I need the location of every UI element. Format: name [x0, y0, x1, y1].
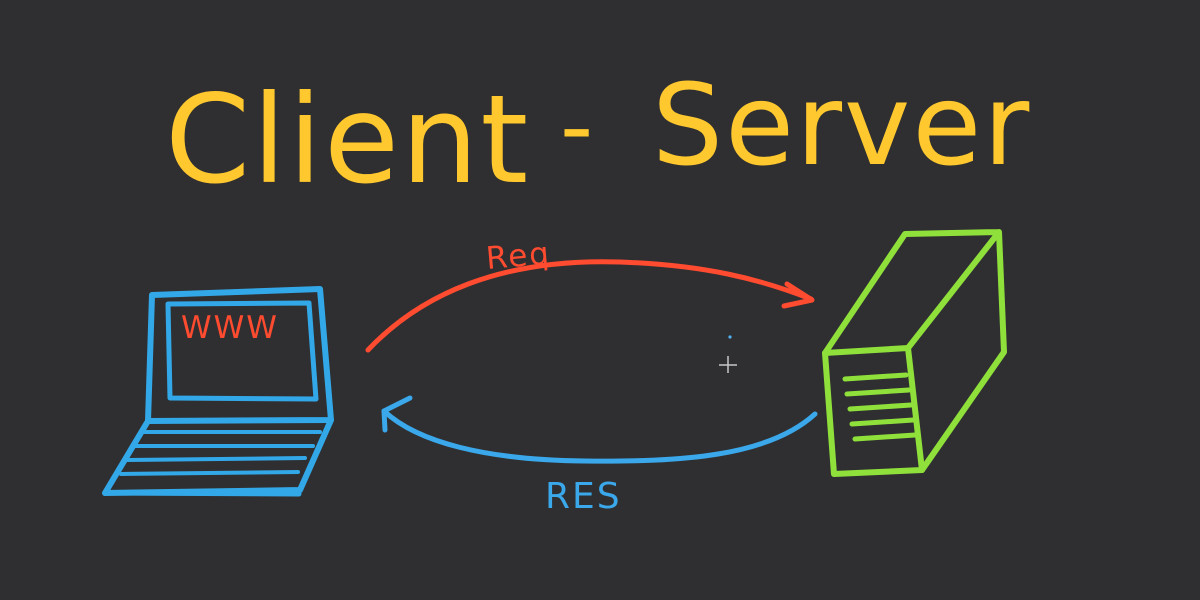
- laptop-front-edge: [103, 490, 302, 497]
- server-side-and-top: [822, 229, 1007, 473]
- cursor-crosshair-icon: [719, 335, 737, 373]
- laptop-keyboard-lines: [119, 430, 322, 476]
- title-client: Client: [165, 69, 530, 211]
- title-server: Server: [652, 61, 1031, 191]
- request-curve: [365, 259, 814, 353]
- server-front-face: [822, 345, 925, 477]
- request-arrowhead: [781, 281, 815, 309]
- request-arrow: Req: [365, 235, 815, 353]
- response-arrowhead: [381, 395, 413, 433]
- server-vent-lines: [842, 372, 918, 442]
- server-tower-icon: [822, 229, 1007, 477]
- title-dash: -: [560, 73, 595, 180]
- screen-text: WWW: [181, 310, 279, 346]
- response-label: RES: [545, 476, 622, 517]
- response-arrow: RES: [381, 395, 818, 517]
- response-curve: [381, 408, 818, 464]
- diagram-title: Client - Server: [165, 61, 1031, 211]
- request-label: Req: [485, 235, 553, 277]
- laptop-screen-bezel: [165, 300, 319, 402]
- laptop-icon: WWW: [102, 286, 334, 497]
